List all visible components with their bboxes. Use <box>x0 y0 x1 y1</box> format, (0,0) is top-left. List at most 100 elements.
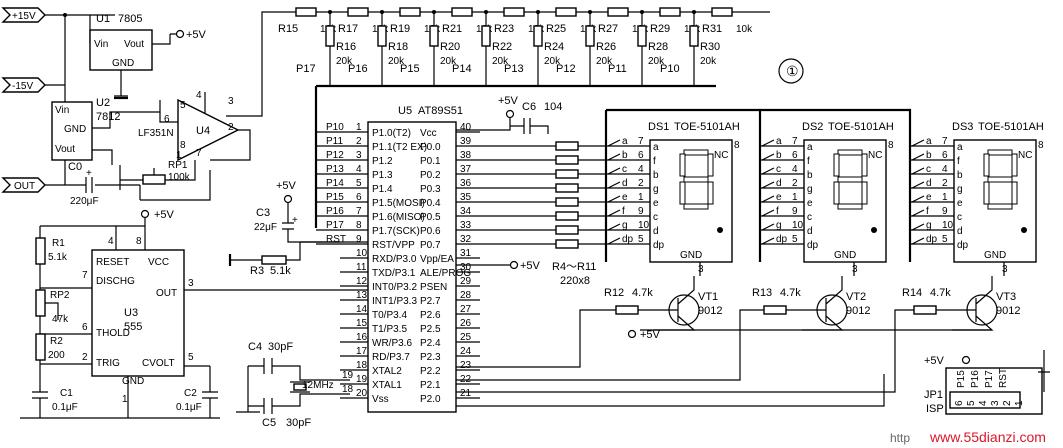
u5-left-name-10: TXD/P3.1 <box>372 268 416 279</box>
jp1-net-0: P15 <box>956 370 967 388</box>
driver-supply-terminal <box>627 329 637 339</box>
u4-pin6: 6 <box>164 114 170 125</box>
u5-right-num-1: 39 <box>460 136 472 147</box>
u5-right-name-17: P2.2 <box>420 366 441 377</box>
u3-pin2: 2 <box>82 352 88 363</box>
u3-reset: RESET <box>96 257 129 268</box>
shunt-resistor-4 <box>533 25 543 47</box>
u5-right-num-2: 38 <box>460 150 472 161</box>
shunt-node-0 <box>328 10 332 14</box>
driver-res-ref-2: R14 <box>902 287 922 299</box>
u2-regulator <box>51 101 93 161</box>
display-seg-2-3: d <box>926 178 932 189</box>
rnet-res-5 <box>555 211 579 221</box>
shunt-node-6 <box>640 10 644 14</box>
series-ref-7: R29 <box>650 23 670 35</box>
shunt-val-6: 20k <box>648 56 665 67</box>
display-num-1-7: 5 <box>792 234 798 245</box>
u5-left-num-12: 13 <box>356 290 368 301</box>
u1-ref: U1 <box>96 13 110 25</box>
display-num-0-7: 5 <box>638 234 644 245</box>
r3-resistor <box>261 255 287 265</box>
display-inner-2-6: d <box>957 226 963 237</box>
shunt-node-4 <box>536 10 540 14</box>
xtal-pin19: 19 <box>342 370 354 381</box>
display-segment-1-4 <box>833 181 840 205</box>
shunt-val-2: 20k <box>440 56 457 67</box>
display-body-2 <box>953 139 1037 263</box>
r1-ref: R1 <box>52 238 65 249</box>
display-pin-wire-0-2 <box>606 167 650 175</box>
display-num-2-3: 2 <box>942 178 948 189</box>
rp1-pot <box>142 174 166 185</box>
display-nc-2: NC <box>1018 150 1032 161</box>
display-segment-0-2 <box>707 181 714 205</box>
display-pin-wire-2-1 <box>910 153 954 161</box>
display-part-1: TOE-5101AH <box>828 121 894 133</box>
shunt-port-1: P16 <box>348 63 368 75</box>
u5-left-net-1: P11 <box>326 136 343 147</box>
u5-right-name-12: P2.7 <box>420 296 441 307</box>
u4-pin1: 1 <box>176 150 182 161</box>
shunt-port-2: P15 <box>400 63 420 75</box>
shunt-ref-7: R30 <box>700 41 720 53</box>
shunt-ref-0: R16 <box>336 41 356 53</box>
rp1-ref: RP1 <box>168 160 188 171</box>
rp2-ref: RP2 <box>50 290 70 301</box>
u5-right-name-19: P2.0 <box>420 394 441 405</box>
u5-right-num-14: 26 <box>460 318 472 329</box>
u3-trig: TRIG <box>96 358 120 369</box>
u5-left-net-5: P15 <box>326 192 344 203</box>
u5-left-net-8: RST <box>326 234 346 245</box>
u3-out: OUT <box>156 288 177 299</box>
xtal-pin18: 18 <box>342 384 354 395</box>
display-pin-wire-0-7 <box>606 237 650 245</box>
u4-pin2: 2 <box>228 122 234 133</box>
rnet-ref: R4～R11 <box>552 261 596 273</box>
u5-left-name-3: P1.3 <box>372 170 393 181</box>
shunt-val-7: 20k <box>700 56 717 67</box>
u5-right-num-6: 34 <box>460 206 472 217</box>
c3-ref: C3 <box>256 207 270 219</box>
u4-pin8: 8 <box>180 140 186 151</box>
u5-right-num-10: 30 <box>460 262 472 273</box>
shunt-node-2 <box>432 10 436 14</box>
u5-body <box>367 121 457 413</box>
rnet-res-1 <box>555 155 579 165</box>
display-pin-wire-1-1 <box>760 153 804 161</box>
shunt-port-0: P17 <box>296 63 316 75</box>
display-inner-1-2: b <box>807 170 813 181</box>
u2-gnd: GND <box>64 124 86 135</box>
display-seg-2-5: f <box>926 206 929 217</box>
display-segment-2-0 <box>987 149 1013 156</box>
c5-ref: C5 <box>262 417 276 429</box>
jp1-supply: +5V <box>924 355 945 367</box>
display-pin-wire-2-2 <box>910 167 954 175</box>
display-pin-wire-2-3 <box>910 181 954 189</box>
shunt-val-1: 20k <box>388 56 405 67</box>
u5-right-num-8: 32 <box>460 234 472 245</box>
r2-resistor <box>35 333 46 361</box>
u5-left-num-19: 20 <box>356 388 368 399</box>
u5-left-num-9: 10 <box>356 248 368 259</box>
watermark-http: http <box>890 431 910 445</box>
r2r-ladder: R1510kR1710kR1910kR2110kR2310kR2510kR271… <box>278 7 770 86</box>
display-ref-0: DS1 <box>648 121 669 133</box>
u5-left-name-2: P1.2 <box>372 156 393 167</box>
jp1-pin-1: 5 <box>966 400 977 406</box>
display-segment-2-5 <box>983 153 990 177</box>
shunt-val-4: 20k <box>544 56 561 67</box>
display-seg-0-2: c <box>622 164 627 175</box>
display-dp-0 <box>717 227 723 233</box>
u5-left-num-0: 1 <box>356 122 362 133</box>
series-ref-0: R15 <box>278 23 298 35</box>
display-pin-wire-1-5 <box>760 209 804 217</box>
u5-left-name-8: RST/VPP <box>372 240 415 251</box>
u5-left-name-19: Vss <box>372 394 389 405</box>
shunt-port-7: P10 <box>660 63 680 75</box>
u5-left-name-9: RXD/P3.0 <box>372 254 417 265</box>
display-segment-1-3 <box>837 203 863 210</box>
series-val-8: 10k <box>736 24 753 35</box>
